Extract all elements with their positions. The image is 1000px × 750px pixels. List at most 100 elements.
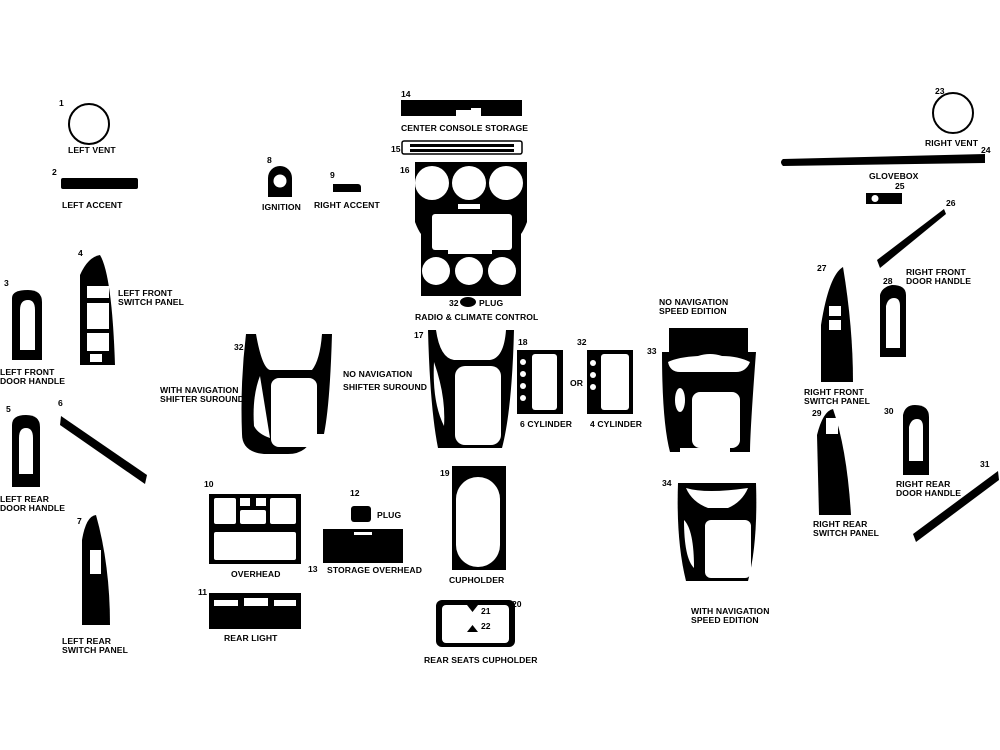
callout-25: 25 bbox=[895, 181, 905, 191]
callout-17: 17 bbox=[414, 330, 424, 340]
callout-1: 1 bbox=[59, 98, 64, 108]
label-left-rear-handle-2: DOOR HANDLE bbox=[0, 503, 66, 513]
callout-9: 9 bbox=[330, 170, 335, 180]
callout-34: 34 bbox=[662, 478, 672, 488]
callout-4: 4 bbox=[78, 248, 83, 258]
right-accent-part bbox=[333, 184, 361, 192]
label-left-rear-switch-1: LEFT REAR bbox=[62, 636, 112, 646]
left-front-switch-panel-part bbox=[80, 255, 115, 365]
label-right-rear-switch-1: RIGHT REAR bbox=[813, 519, 868, 529]
part-25 bbox=[866, 193, 902, 204]
label-right-accent: RIGHT ACCENT bbox=[314, 200, 380, 210]
no-nav-speed-edition-part bbox=[662, 328, 756, 452]
callout-11: 11 bbox=[198, 587, 208, 597]
label-storage-overhead: STORAGE OVERHEAD bbox=[327, 565, 423, 575]
label-right-front-handle-1: RIGHT FRONT bbox=[906, 267, 966, 277]
label-right-front-handle-2: DOOR HANDLE bbox=[906, 276, 972, 286]
label-rear-light: REAR LIGHT bbox=[224, 633, 278, 643]
label-plug-32: PLUG bbox=[479, 298, 504, 308]
label-no-nav-speed-2: SPEED EDITION bbox=[659, 306, 727, 316]
label-left-front-handle-2: DOOR HANDLE bbox=[0, 376, 66, 386]
center-strip-part bbox=[401, 140, 523, 155]
label-four-cylinder: 4 CYLINDER bbox=[590, 419, 643, 429]
center-console-storage-part bbox=[401, 100, 522, 116]
label-with-nav-shifter-1: WITH NAVIGATION bbox=[160, 385, 239, 395]
label-left-front-handle-1: LEFT FRONT bbox=[0, 367, 55, 377]
label-left-rear-switch-2: SWITCH PANEL bbox=[62, 645, 128, 655]
label-plug-12: PLUG bbox=[377, 510, 402, 520]
callout-24: 24 bbox=[981, 145, 991, 155]
label-glovebox: GLOVEBOX bbox=[869, 171, 919, 181]
label-no-nav-shifter-1: NO NAVIGATION bbox=[343, 369, 413, 379]
callout-16: 16 bbox=[400, 165, 410, 175]
label-no-nav-shifter-2: SHIFTER SUROUND bbox=[343, 382, 428, 392]
label-or: OR bbox=[570, 378, 584, 388]
callout-5: 5 bbox=[6, 404, 11, 414]
callout-18: 18 bbox=[518, 337, 528, 347]
label-left-front-switch-2: SWITCH PANEL bbox=[118, 297, 184, 307]
callout-31: 31 bbox=[980, 459, 990, 469]
label-left-accent: LEFT ACCENT bbox=[62, 200, 123, 210]
with-nav-speed-edition-part bbox=[677, 483, 757, 581]
callout-2: 2 bbox=[52, 167, 57, 177]
label-right-vent: RIGHT VENT bbox=[925, 138, 979, 148]
label-left-vent: LEFT VENT bbox=[68, 145, 116, 155]
right-rear-switch-panel-part bbox=[817, 409, 851, 515]
right-vent-part bbox=[932, 92, 974, 134]
label-right-rear-switch-2: SWITCH PANEL bbox=[813, 528, 879, 538]
label-left-rear-handle-1: LEFT REAR bbox=[0, 494, 50, 504]
left-strip-part-6 bbox=[60, 416, 147, 484]
callout-12: 12 bbox=[350, 488, 360, 498]
rear-seats-cupholder-part bbox=[436, 600, 515, 647]
left-rear-door-handle-part bbox=[12, 415, 40, 487]
rear-light-part bbox=[209, 593, 301, 629]
label-right-rear-handle-1: RIGHT REAR bbox=[896, 479, 951, 489]
callout-32-plug: 32 bbox=[449, 298, 459, 308]
label-ignition: IGNITION bbox=[262, 202, 301, 212]
cupholder-part bbox=[452, 466, 506, 570]
callout-14: 14 bbox=[401, 89, 411, 99]
label-with-nav-speed-1: WITH NAVIGATION bbox=[691, 606, 770, 616]
label-with-nav-shifter-2: SHIFTER SUROUND bbox=[160, 394, 245, 404]
overhead-part bbox=[209, 494, 301, 564]
label-with-nav-speed-2: SPEED EDITION bbox=[691, 615, 759, 625]
callout-8: 8 bbox=[267, 155, 272, 165]
callout-19: 19 bbox=[440, 468, 450, 478]
label-cupholder: CUPHOLDER bbox=[449, 575, 505, 585]
left-front-door-handle-part bbox=[12, 290, 42, 360]
label-right-rear-handle-2: DOOR HANDLE bbox=[896, 488, 962, 498]
six-cylinder-part bbox=[517, 350, 563, 414]
callout-32-with-nav: 32 bbox=[234, 342, 244, 352]
callout-7: 7 bbox=[77, 516, 82, 526]
label-radio-climate: RADIO & CLIMATE CONTROL bbox=[415, 312, 539, 322]
label-left-front-switch-1: LEFT FRONT bbox=[118, 288, 173, 298]
callout-21: 21 bbox=[481, 606, 491, 616]
callout-20: 20 bbox=[512, 599, 522, 609]
four-cylinder-part bbox=[587, 350, 633, 414]
storage-overhead-part bbox=[323, 529, 403, 563]
callout-15: 15 bbox=[391, 144, 401, 154]
callout-3: 3 bbox=[4, 278, 9, 288]
plug-12-part bbox=[351, 506, 371, 522]
label-rear-seats-cupholder: REAR SEATS CUPHOLDER bbox=[424, 655, 538, 665]
callout-23: 23 bbox=[935, 86, 945, 96]
callout-32-4cyl: 32 bbox=[577, 337, 587, 347]
callout-10: 10 bbox=[204, 479, 214, 489]
left-accent-part bbox=[61, 178, 138, 189]
label-no-nav-speed-1: NO NAVIGATION bbox=[659, 297, 729, 307]
glovebox-part bbox=[781, 154, 985, 166]
right-rear-door-handle-part bbox=[903, 405, 929, 475]
callout-30: 30 bbox=[884, 406, 894, 416]
right-front-door-handle-part bbox=[880, 285, 906, 357]
callout-27: 27 bbox=[817, 263, 827, 273]
callout-6: 6 bbox=[58, 398, 63, 408]
label-six-cylinder: 6 CYLINDER bbox=[520, 419, 573, 429]
no-nav-shifter-surround-part bbox=[428, 330, 514, 448]
callout-13: 13 bbox=[308, 564, 318, 574]
callout-26: 26 bbox=[946, 198, 956, 208]
ignition-part bbox=[268, 166, 292, 197]
label-right-front-switch-1: RIGHT FRONT bbox=[804, 387, 864, 397]
callout-29: 29 bbox=[812, 408, 822, 418]
